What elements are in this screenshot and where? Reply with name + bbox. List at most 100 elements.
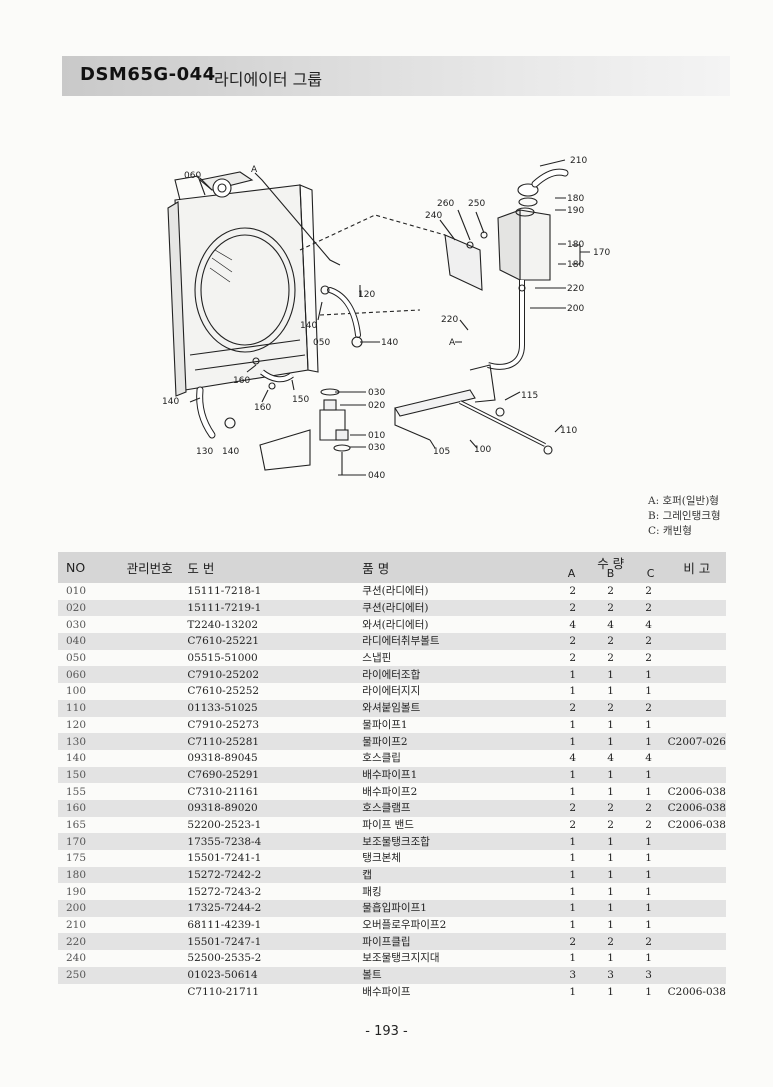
cell-drawing: 15501-7241-1 <box>187 852 262 865</box>
cell-a: 1 <box>569 885 577 898</box>
cell-a: 4 <box>569 752 577 765</box>
cell-drawing: 15272-7242-2 <box>187 869 262 882</box>
cell-remark <box>668 900 726 917</box>
cell-c: 1 <box>645 718 652 731</box>
callout-a-mid: A <box>449 338 456 348</box>
cell-remark <box>668 633 726 650</box>
cell-a: 2 <box>569 935 577 948</box>
cell-a: 2 <box>569 585 577 598</box>
cell-a: 2 <box>569 652 577 665</box>
header-qty-label: 수 량 <box>597 556 625 571</box>
cell-drawing: 15272-7243-2 <box>187 885 262 898</box>
cell-name: 와셔(라디에터) <box>362 618 429 631</box>
header-qty: 수 량 A B C <box>554 552 668 583</box>
header-mgmt: 관리번호 <box>126 561 173 576</box>
cell-remark <box>668 666 726 683</box>
callout-140-d: 140 <box>222 447 239 457</box>
callout-105: 105 <box>433 447 450 457</box>
cell-name: 배수파이프1 <box>362 768 418 781</box>
callout-a-top: A <box>251 165 258 175</box>
cell-name: 패킹 <box>362 885 382 898</box>
cell-b: 2 <box>607 635 614 648</box>
cell-a: 1 <box>569 718 577 731</box>
cell-name: 배수파이프 <box>362 985 411 998</box>
cell-name: 파이프 밴드 <box>362 818 414 831</box>
cell-a: 1 <box>569 952 577 965</box>
cell-b: 1 <box>607 919 614 932</box>
cell-drawing: C7610-25221 <box>187 635 260 648</box>
cell-a: 1 <box>569 869 577 882</box>
cell-drawing: 68111-4239-1 <box>187 919 262 932</box>
cell-no: 190 <box>66 885 87 898</box>
cell-drawing: 15501-7247-1 <box>187 935 262 948</box>
callout-140-b: 140 <box>381 338 398 348</box>
callout-140-c: 140 <box>162 397 179 407</box>
cell-name: 물흡입파이프1 <box>362 902 427 915</box>
cell-name: 라디에터취부볼트 <box>362 635 440 648</box>
cell-name: 라이에터지지 <box>362 685 421 698</box>
cell-remark <box>668 683 726 700</box>
callout-170: 170 <box>593 248 610 258</box>
cell-b: 1 <box>607 685 614 698</box>
cell-remark <box>668 850 726 867</box>
cell-b: 3 <box>607 969 614 982</box>
cell-mgmt <box>127 717 176 734</box>
callout-240: 240 <box>425 211 442 221</box>
cell-a: 1 <box>569 668 577 681</box>
cell-name: 탱크본체 <box>362 852 401 865</box>
cell-c: 2 <box>645 818 652 831</box>
cell-a: 2 <box>569 635 577 648</box>
page-title-name: 라디에이터 그룹 <box>214 70 323 89</box>
callout-180-b: 180 <box>567 240 584 250</box>
exploded-parts-diagram: 060 A 210 260 250 240 180 190 180 180 17… <box>162 156 610 481</box>
cell-a: 1 <box>569 785 577 798</box>
cell-c: 1 <box>645 919 652 932</box>
callout-115: 115 <box>521 391 538 401</box>
cell-mgmt <box>127 583 176 600</box>
cell-c: 1 <box>645 768 652 781</box>
cell-b: 1 <box>607 735 614 748</box>
cell-remark: C2006-038 <box>667 802 726 815</box>
cell-drawing: T2240-13202 <box>187 618 259 631</box>
callout-110: 110 <box>560 426 577 436</box>
cell-name: 물파이프2 <box>362 735 408 748</box>
cell-no: 170 <box>66 835 87 848</box>
cell-mgmt <box>127 783 176 800</box>
cell-a: 1 <box>569 835 577 848</box>
cell-remark <box>668 867 726 884</box>
callout-140-a: 140 <box>300 321 317 331</box>
cell-b: 2 <box>607 818 614 831</box>
cell-b: 1 <box>607 885 614 898</box>
cell-a: 2 <box>569 702 577 715</box>
cell-b: 4 <box>607 752 614 765</box>
cell-drawing: 01133-51025 <box>187 702 258 715</box>
cell-c: 4 <box>645 752 652 765</box>
cell-c: 1 <box>645 869 652 882</box>
cell-remark <box>668 600 726 617</box>
cell-name: 쿠션(라디에터) <box>362 585 429 598</box>
cell-name: 파이프클립 <box>362 935 411 948</box>
cell-mgmt <box>127 600 176 617</box>
cell-no: 150 <box>66 768 87 781</box>
cell-remark <box>668 833 726 850</box>
cell-no: 100 <box>66 685 87 698</box>
cell-b: 1 <box>607 869 614 882</box>
cell-mgmt <box>127 984 176 1001</box>
cell-remark <box>668 933 726 950</box>
cell-b: 1 <box>607 768 614 781</box>
cell-drawing: 17355-7238-4 <box>187 835 262 848</box>
cell-no: 180 <box>66 869 87 882</box>
cell-mgmt <box>127 883 176 900</box>
cell-c: 1 <box>645 985 652 998</box>
cell-remark <box>668 967 726 984</box>
cell-mgmt <box>127 800 176 817</box>
cell-drawing: C7610-25252 <box>187 685 260 698</box>
